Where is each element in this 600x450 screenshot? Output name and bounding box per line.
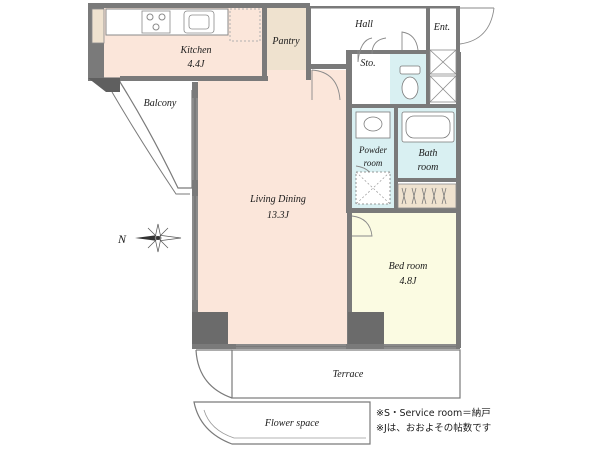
flower-space-outline: [193, 401, 371, 445]
washing-machine-icon: [355, 171, 391, 205]
toilet-icon: [399, 65, 421, 100]
compass-rose-icon: [135, 223, 182, 253]
doors: [311, 7, 495, 237]
terrace-name: Terrace: [333, 369, 364, 380]
pillar-bedroom-bottom: [348, 312, 384, 348]
bed-room-name: Bed room: [389, 261, 428, 272]
bathtub-icon: [401, 111, 455, 143]
powder-room-name-2: room: [364, 158, 383, 168]
wall-left-living: [192, 82, 198, 348]
washbasin-icon: [355, 111, 391, 139]
stove-icon: [141, 10, 171, 34]
wall-corner-balcony: [88, 78, 120, 92]
wall-kitchen-bottom: [120, 76, 268, 81]
wall-bottom-living: [192, 344, 460, 349]
wall-wet-divider: [352, 104, 458, 108]
wall-toilet-right: [426, 52, 430, 108]
wall-bath-bottom: [396, 178, 458, 182]
wall-core-left: [346, 52, 352, 212]
note-jo-count: ※Jは、おおよその帖数です: [376, 422, 491, 434]
bath-room-name-2: room: [418, 162, 439, 173]
balcony-outline: [104, 77, 193, 189]
terrace-left-curve: [195, 349, 233, 399]
wall-entrance-left: [426, 6, 430, 56]
closet: [397, 183, 457, 209]
bath-room-name-1: Bath: [419, 148, 438, 159]
terrace-outline: [231, 349, 461, 399]
living-dining-size: 13.3J: [267, 210, 290, 221]
wall-core-top: [346, 50, 458, 54]
wall-right: [456, 52, 461, 348]
wall-pantry-left: [262, 6, 267, 80]
living-dining-floor: [198, 70, 348, 346]
kitchen-size: 4.4J: [188, 59, 206, 70]
note-service-room: ※S・Service room＝納戸: [376, 407, 491, 419]
living-dining-name: Living Dining: [249, 194, 306, 205]
wall-kitchen-bottom-right: [232, 76, 268, 81]
windows: [192, 98, 456, 349]
powder-room-name-1: Powder: [358, 145, 387, 155]
kitchen-counter: [91, 8, 261, 44]
hall-name: Hall: [354, 19, 373, 30]
sink-icon: [183, 10, 215, 34]
storage-name: Sto.: [360, 58, 375, 69]
pantry-floor: [266, 6, 308, 78]
compass-north-label: N: [117, 232, 127, 246]
wall-top: [88, 3, 310, 8]
wall-hall-bottom-left: [306, 64, 350, 69]
balcony-name: Balcony: [144, 98, 177, 109]
wall-powder-bath: [394, 104, 398, 210]
balcony-edge: [111, 91, 190, 195]
kitchen-name: Kitchen: [179, 45, 211, 56]
pillar-living-bottom: [192, 312, 228, 348]
wall-core-bottom: [346, 208, 460, 213]
pantry-name: Pantry: [271, 36, 300, 47]
fridge-space: [229, 8, 261, 42]
bed-room-size: 4.8J: [400, 276, 418, 287]
wall-living-bed: [347, 210, 352, 348]
wall-hall-top: [310, 6, 460, 9]
entrance-name: Ent.: [433, 22, 450, 33]
wall-pantry-right: [306, 6, 311, 80]
flower-space-name: Flower space: [264, 418, 320, 429]
flower-space-inner: [203, 409, 366, 439]
